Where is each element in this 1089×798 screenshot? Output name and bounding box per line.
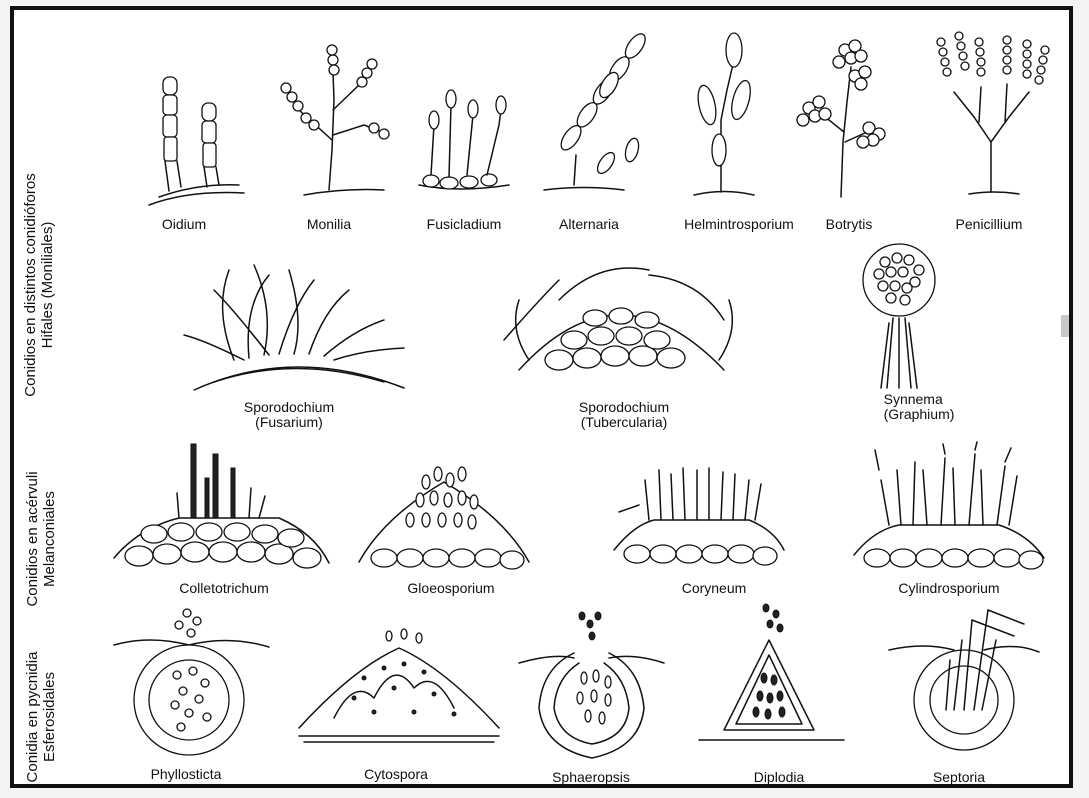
illustration-gloeosporium [354,462,534,580]
illustration-sporodochium-fusarium [174,250,414,400]
caption-fusicladium: Fusicladium [427,217,502,232]
caption-alternaria: Alternaria [559,217,619,232]
row-label-melanconiales: Conidios en acérvuli Melanconiales [24,459,58,619]
illustration-colletotrichum [109,438,334,580]
caption-cylindrosporium: Cylindrosporium [898,581,999,596]
illustration-botrytis [789,32,899,202]
caption-gloeosporium: Gloeosporium [407,581,494,596]
caption-penicillium: Penicillium [956,217,1023,232]
illustration-sporodochium-tubercularia [499,260,744,390]
illustration-synnema-graphium [849,238,949,393]
illustration-phyllosticta [109,605,274,765]
illustration-cylindrosporium [849,440,1049,580]
caption-coryneum: Coryneum [682,581,747,596]
illustration-fusicladium [409,85,519,195]
caption-oidium: Oidium [162,217,206,232]
caption-sphaeropsis: Sphaeropsis [552,770,630,785]
illustration-penicillium [919,22,1059,197]
illustration-diplodia [694,600,849,760]
illustration-septoria [884,600,1044,760]
caption-phyllosticta: Phyllosticta [151,767,222,782]
illustration-cytospora [294,628,504,748]
caption-septoria: Septoria [933,770,985,785]
illustration-monilia [254,40,394,210]
row-label-hifales: Conidios en distintos conidióforos Hifal… [22,145,56,425]
caption-synnema-graphium: Synnema(Graphium) [884,392,955,422]
caption-monilia: Monilia [307,217,351,232]
row-label-esferosidales: Conidia en pycnidia Esferosidales [24,637,58,788]
illustration-coryneum [609,450,789,580]
illustration-sphaeropsis [514,608,669,763]
scrollbar-handle[interactable] [1061,315,1069,337]
caption-diplodia: Diplodia [754,770,805,785]
caption-colletotrichum: Colletotrichum [179,581,268,596]
caption-botrytis: Botrytis [826,217,873,232]
illustration-helmintrosporium [679,30,769,210]
figure-frame: Conidios en distintos conidióforos Hifal… [10,6,1073,788]
illustration-oidium [139,65,249,215]
caption-sporodochium-tubercularia: Sporodochium(Tubercularia) [579,400,669,430]
caption-sporodochium-fusarium: Sporodochium(Fusarium) [244,400,334,430]
caption-cytospora: Cytospora [364,767,428,782]
illustration-alternaria [534,25,664,195]
caption-helmintrosporium: Helmintrosporium [684,217,794,232]
